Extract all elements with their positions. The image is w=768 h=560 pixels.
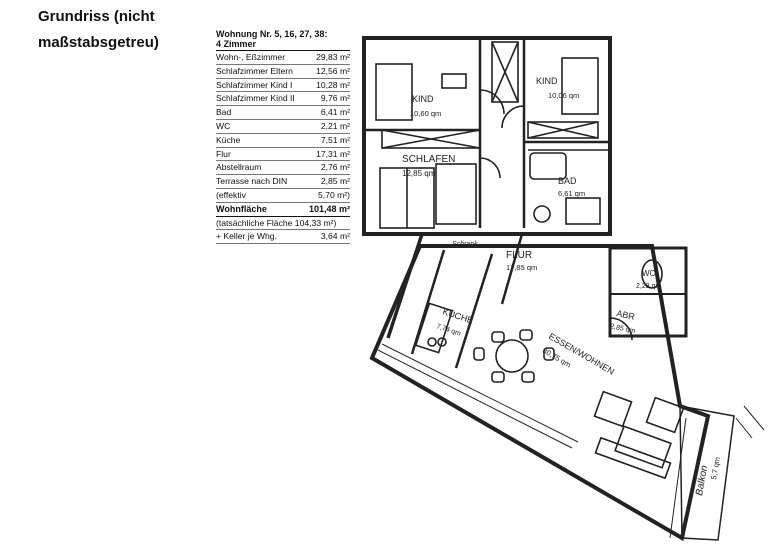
area-row-value: 3,64 m² bbox=[320, 231, 350, 242]
room-label-kueche: KÜCHE bbox=[441, 306, 474, 325]
area-row-value: 101,48 m² bbox=[308, 203, 350, 214]
area-row: Terrasse nach DIN 2,85 m² bbox=[216, 175, 350, 189]
area-row-label: + Keller je Whg. bbox=[216, 231, 277, 242]
room-label-balkon: Balkon bbox=[694, 464, 710, 496]
area-row-value: 29,83 m² bbox=[316, 52, 350, 62]
room-area-kind-2: 10,06 qm bbox=[548, 91, 579, 100]
page-title: Grundriss (nicht maßstabsgetreu) bbox=[38, 8, 159, 51]
room-area-abr: 2,85 qm bbox=[610, 323, 636, 335]
area-row: Wohnfläche 101,48 m² bbox=[216, 203, 350, 217]
area-row: Schlafzimmer Kind II 9,76 m² bbox=[216, 92, 350, 107]
area-row: Bad 6,41 m² bbox=[216, 106, 350, 120]
room-area-wc: 2,28 qm bbox=[636, 283, 661, 290]
area-row: WC 2,21 m² bbox=[216, 120, 350, 134]
area-row-label: Wohn-, Eßzimmer bbox=[216, 52, 286, 62]
area-row-label: Schlafzimmer Eltern bbox=[216, 65, 293, 76]
room-label-wc: WC bbox=[642, 269, 656, 278]
area-row-value: 2,76 m² bbox=[320, 162, 350, 173]
area-row-value: 6,41 m² bbox=[320, 107, 350, 118]
area-row-label: Abstellraum bbox=[216, 162, 262, 173]
area-table: Wohnung Nr. 5, 16, 27, 38: 4 Zimmer Wohn… bbox=[216, 29, 350, 245]
room-area-kueche: 7,74 qm bbox=[435, 323, 461, 338]
area-row-label: Schlafzimmer Kind II bbox=[216, 93, 295, 104]
room-area-balkon: 5,7 qm bbox=[709, 456, 722, 480]
area-row: Küche 7,51 m² bbox=[216, 134, 350, 148]
area-rows: Wohn-, Eßzimmer 29,83 m² Schlafzimmer Elte… bbox=[216, 51, 350, 245]
area-row-value: 2,21 m² bbox=[320, 120, 350, 131]
area-row: Schlafzimmer Eltern 12,56 m² bbox=[216, 65, 350, 79]
area-row-label: Wohnfläche bbox=[216, 203, 267, 214]
area-row-label: (tatsächliche Fläche 104,33 m²) bbox=[216, 217, 337, 228]
apartment-numbers: Wohnung Nr. 5, 16, 27, 38: bbox=[216, 29, 328, 39]
room-area-schlafen: 12,85 qm bbox=[402, 169, 436, 178]
area-row-value: 10,28 m² bbox=[316, 79, 350, 90]
room-label-kind-2: KIND bbox=[536, 76, 558, 86]
area-row: Flur 17,31 m² bbox=[216, 148, 350, 162]
area-row: Wohn-, Eßzimmer 29,83 m² bbox=[216, 51, 350, 65]
area-row-label: (effektiv bbox=[216, 189, 246, 200]
area-row-value: 7,51 m² bbox=[320, 134, 350, 145]
room-label-abr: ABR bbox=[616, 308, 637, 322]
area-row-value: 9,76 m² bbox=[320, 93, 350, 104]
lower-outer-wall bbox=[369, 244, 711, 542]
area-row-label: Schlafzimmer Kind I bbox=[216, 79, 293, 90]
room-label-bad: BAD bbox=[558, 176, 577, 186]
area-row: Abstellraum 2,76 m² bbox=[216, 161, 350, 176]
area-row-label: Flur bbox=[216, 148, 231, 159]
area-row-label: Küche bbox=[216, 134, 241, 145]
area-row: (tatsächliche Fläche 104,33 m²) bbox=[216, 217, 350, 231]
area-row: (effektiv 5,70 m²) bbox=[216, 189, 350, 203]
area-row-label: Terrasse nach DIN bbox=[216, 176, 288, 187]
floor-plan: KIND 10,60 qm KIND 10,06 qm SCHLAFEN 12,… bbox=[362, 36, 765, 542]
upper-outer-wall bbox=[362, 36, 612, 236]
area-row-value: 17,31 m² bbox=[316, 148, 350, 159]
room-label-schlafen: SCHLAFEN bbox=[402, 154, 455, 165]
room-area-flur: 17,85 qm bbox=[506, 263, 537, 272]
room-label-schrank: Schrank bbox=[452, 241, 478, 248]
room-area-kind-1: 10,60 qm bbox=[410, 109, 441, 118]
area-row: + Keller je Whg. 3,64 m² bbox=[216, 230, 350, 245]
area-row-value: 2,85 m² bbox=[320, 176, 350, 187]
room-label-flur: FLUR bbox=[506, 250, 532, 261]
area-row: Schlafzimmer Kind I 10,28 m² bbox=[216, 79, 350, 93]
room-area-bad: 6,61 qm bbox=[558, 189, 585, 198]
area-row-value: 5,70 m²) bbox=[318, 189, 350, 200]
area-row-label: Bad bbox=[216, 107, 232, 118]
room-count: 4 Zimmer bbox=[216, 39, 350, 51]
room-label-kind-1: KIND bbox=[412, 94, 434, 104]
area-row-value: 12,56 m² bbox=[316, 65, 350, 76]
area-row-label: WC bbox=[216, 120, 231, 131]
